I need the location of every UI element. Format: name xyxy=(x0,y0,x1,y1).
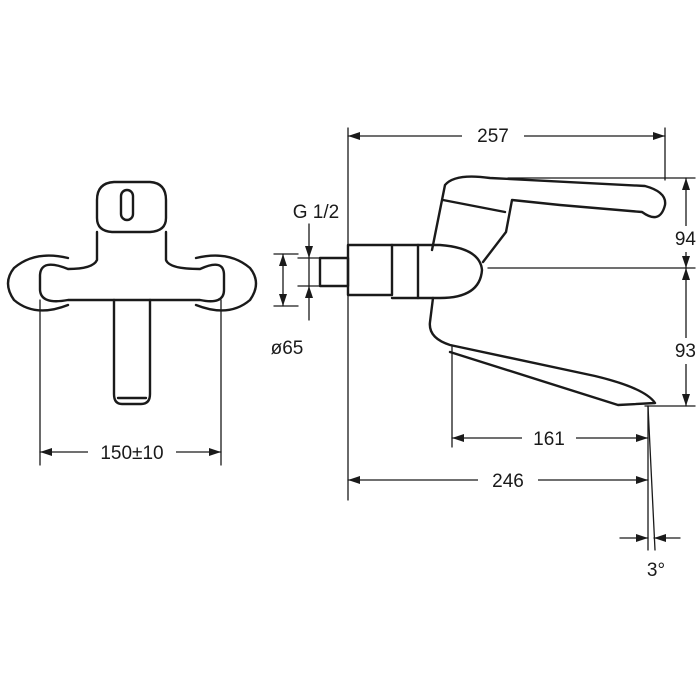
dim-total-length-label: 257 xyxy=(477,126,509,147)
dim-reach-inner-arrow-left xyxy=(452,434,464,442)
dim-reach-outer-bg xyxy=(478,467,538,493)
dim-diameter-arrow-bottom xyxy=(279,294,287,306)
front-spout xyxy=(112,298,152,406)
dim-width-front-arrow-right xyxy=(209,448,221,456)
dim-reach-outer-arrow-left xyxy=(348,476,360,484)
dim-width-front-bg xyxy=(88,440,176,464)
dim-handle-height-label: 94 xyxy=(675,229,697,250)
dim-angle-label: 3° xyxy=(647,560,665,581)
front-handle-slot xyxy=(119,188,135,222)
dim-angle-arrow-right xyxy=(654,534,666,542)
dim-width-front-label: 150±10 xyxy=(100,443,163,464)
front-left-escutcheon xyxy=(6,254,70,312)
dim-spout-height-arrow-top xyxy=(682,268,690,280)
dim-width-front-arrow-left xyxy=(40,448,52,456)
side-lever-band xyxy=(441,198,507,214)
dim-spout-height-arrow-bottom xyxy=(682,394,690,406)
side-lever-handle xyxy=(430,175,667,264)
side-spout xyxy=(428,296,657,407)
front-body-outline xyxy=(38,230,226,303)
dim-spout-height-label: 93 xyxy=(675,341,696,362)
dim-handle-height-arrow-top xyxy=(682,178,690,190)
front-handle-cap xyxy=(95,180,168,234)
front-right-escutcheon xyxy=(194,254,258,312)
dim-thread-arrow-top xyxy=(305,246,313,258)
dim-reach-outer-arrow-right xyxy=(636,476,648,484)
dim-handle-height-arrow-bottom xyxy=(682,256,690,268)
side-escutcheon xyxy=(346,243,394,297)
dim-thread-arrow-bottom xyxy=(305,286,313,298)
dim-total-length-bg xyxy=(462,122,524,148)
dim-diameter-label: ø65 xyxy=(271,338,304,359)
dim-reach-inner-arrow-right xyxy=(636,434,648,442)
dim-total-length-arrow-right xyxy=(653,132,665,140)
dim-handle-height-bg xyxy=(670,226,698,252)
dim-thread-label: G 1/2 xyxy=(293,202,339,223)
side-view: G 1/2 ø65 257 94 93 161 xyxy=(271,122,698,581)
dim-spout-height-bg xyxy=(670,338,698,364)
side-thread-nipple xyxy=(318,256,350,288)
dim-angle-arrow-left xyxy=(636,534,648,542)
dim-reach-inner-bg xyxy=(522,425,576,451)
dim-reach-outer-label: 246 xyxy=(492,471,524,492)
front-view: 150±10 xyxy=(6,180,258,466)
dim-diameter-arrow-top xyxy=(279,254,287,266)
side-ext-outlet-angle xyxy=(647,405,656,551)
dim-reach-inner-label: 161 xyxy=(533,429,565,450)
side-body xyxy=(390,243,484,300)
dim-total-length-arrow-left xyxy=(348,132,360,140)
